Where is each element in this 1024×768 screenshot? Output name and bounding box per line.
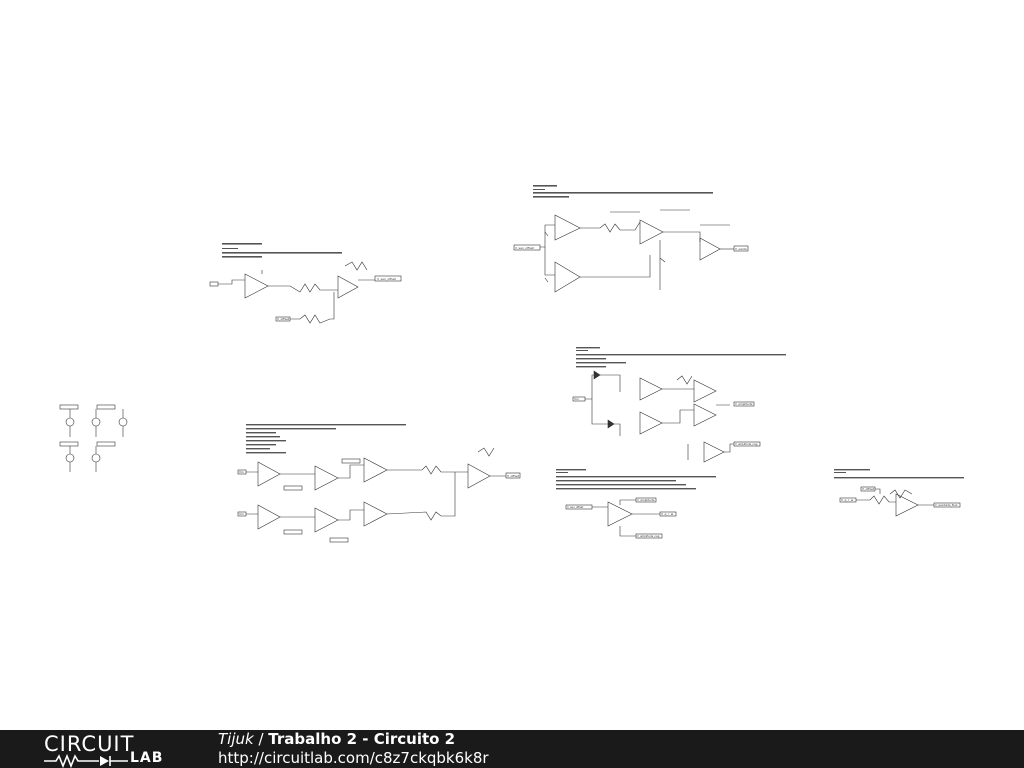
flag-label: Vin [574,397,579,401]
circuit-schematic: V_sen_offset V_offset V_sen_offset [59,185,964,543]
opamp-icon [337,275,359,299]
flag-label: V_offset [277,317,290,321]
input-flag-vin [209,281,219,287]
block-sources [59,404,128,472]
circuit-url-link[interactable]: http://circuitlab.com/c8z7ckqbk6k8r [218,749,489,767]
schematic-canvas: V_sen_offset V_offset V_sen_offset [59,185,964,543]
author-link[interactable]: Tijuk [218,730,254,748]
block-offset-adder: V_sen_offset V_offset [209,243,402,324]
flag-label: V_saida [735,247,747,251]
flag-label: V_sen_offset [567,505,583,509]
output-flag-v-saida [733,245,749,252]
flag-label: Vin [239,470,244,474]
flag-label: V_offset [862,487,875,491]
flag-label: V_amplitude_neg [735,442,758,446]
input-flag-v-sen-offset [513,244,541,251]
circuit-title: Tijuk / Trabalho 2 - Circuito 2 [218,730,455,748]
output-flag-v-sen-offset [374,275,402,282]
flag-label: V_offset [507,474,520,478]
block-selector: Vin Vin V_offset [237,424,521,543]
block-amplitude: Vin V_amplitude V_amplitude_neg [572,347,786,463]
footer-bar: CIRCUIT LAB Tijuk / Trabalho 2 - Circuit… [0,730,1024,768]
flag-label: V_q_r_w [661,512,674,516]
logo-waveform-icon [44,754,128,768]
flag-label: Vin [239,512,244,516]
title-separator: / [253,730,269,748]
circuitlab-logo[interactable]: CIRCUIT LAB [44,732,174,768]
logo-text-lab: LAB [130,750,164,766]
block-square-wave: V_sen_offset V_amplitude V_q_r_w V_ampli… [556,469,716,539]
flag-label: V_amplitude_neg [637,534,660,538]
block-rectifier: V_sen_offset V_saida [513,185,749,293]
flag-label: V_amplitude [637,498,655,502]
block-square-wave-final: V_q_r_w V_offset V_quadrada_final [834,469,964,517]
flag-label: V_q_r_w [841,498,854,502]
flag-label: V_quadrada_final [935,503,958,507]
flag-label: V_sen_offset [377,277,397,281]
flag-label: V_sen_offset [515,246,535,250]
project-title: Trabalho 2 - Circuito 2 [268,730,456,748]
logo-text-circuit: CIRCUIT [44,732,135,756]
opamp-icon [244,273,269,299]
flag-label: V_amplitude [735,402,753,406]
output-flag-v-offset [505,472,521,479]
